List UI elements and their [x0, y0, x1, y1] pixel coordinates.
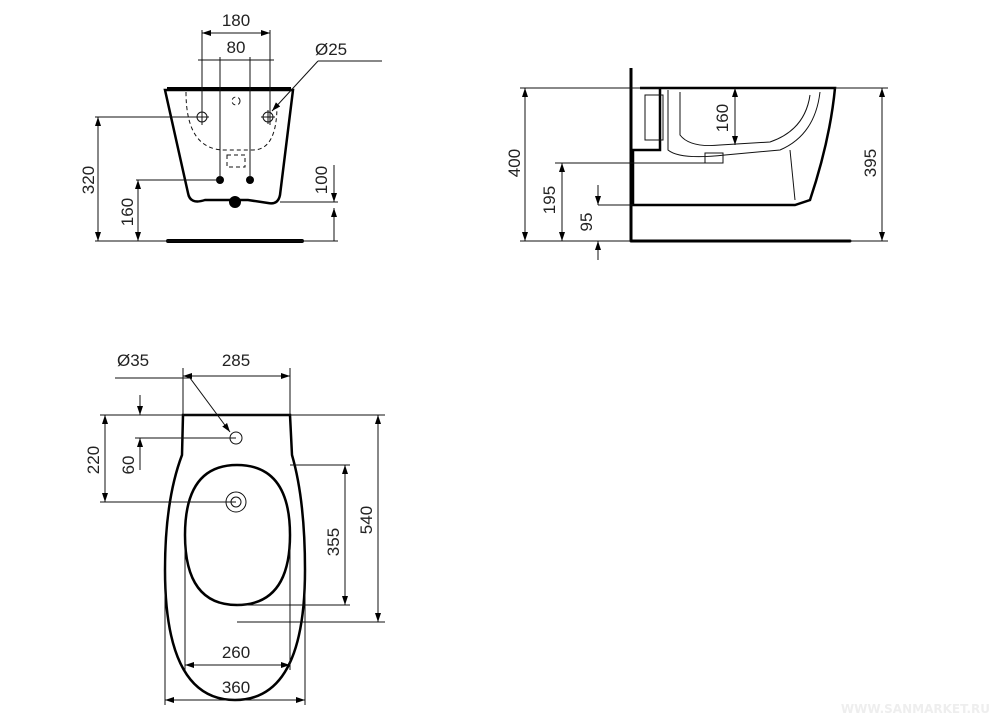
watermark: WWW.SANMARKET.RU: [841, 702, 990, 716]
side-view: 400 195 95 160 395: [505, 68, 888, 260]
dim-260: 260: [222, 643, 250, 662]
dim-100: 100: [312, 166, 331, 194]
dim-95: 95: [577, 213, 596, 232]
dim-60: 60: [119, 456, 138, 475]
dim-195: 195: [540, 186, 559, 214]
dim-540: 540: [357, 506, 376, 534]
top-view: Ø35 285 220 60 355 540 260 360: [84, 351, 385, 705]
dim-180: 180: [222, 11, 250, 30]
dim-395: 395: [861, 149, 880, 177]
dim-360: 360: [222, 678, 250, 697]
dim-80: 80: [227, 38, 246, 57]
dim-d35: Ø35: [117, 351, 149, 370]
dim-d25: Ø25: [315, 40, 347, 59]
dim-400: 400: [505, 149, 524, 177]
dim-320: 320: [79, 166, 98, 194]
dim-285: 285: [222, 351, 250, 370]
front-view: 180 80 Ø25 320 160 100: [79, 11, 382, 243]
dim-220: 220: [84, 446, 103, 474]
dim-160-side: 160: [713, 104, 732, 132]
dim-355: 355: [324, 528, 343, 556]
dim-160: 160: [118, 198, 137, 226]
